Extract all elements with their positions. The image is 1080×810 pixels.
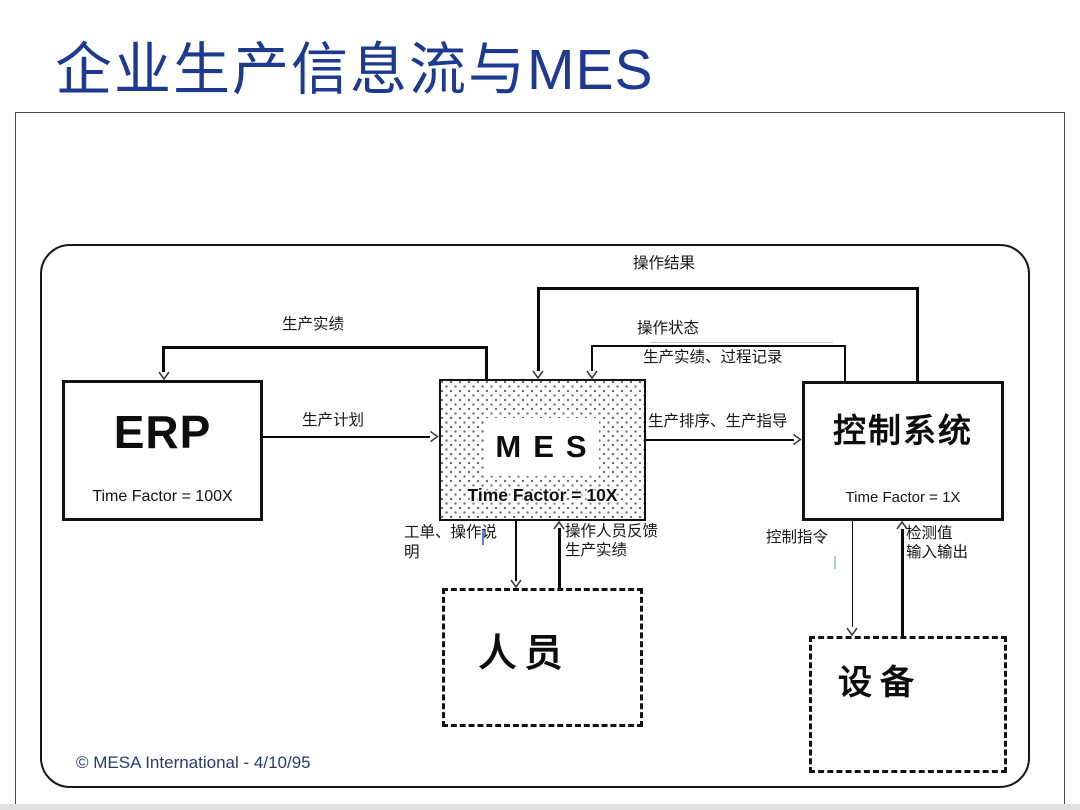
connector-operation-results-line — [537, 287, 540, 371]
mes-time-factor: Time Factor = 10X — [467, 485, 618, 505]
connector-operator-feedback-line — [558, 528, 561, 588]
equipment-box-label: 设备 — [838, 663, 922, 703]
connector-production-plan-line — [263, 436, 430, 438]
connector-control-commands-line — [852, 521, 853, 627]
flow-label-operation-status: 操作状态 — [637, 319, 700, 337]
connector-operation-results-line — [537, 287, 919, 290]
control-system-time-factor: Time Factor = 1X — [845, 489, 961, 506]
control-system-box: 控制系统 Time Factor = 1X — [802, 381, 1004, 521]
flow-label-production-plan: 生产计划 — [302, 411, 365, 429]
arrowhead-up-icon — [552, 521, 566, 530]
flow-label-control-commands: 控制指令 — [766, 528, 829, 546]
faint-ghost-line — [650, 342, 833, 343]
connector-operation-status-line — [591, 345, 593, 371]
connector-operation-status-line — [591, 345, 846, 347]
flow-label-measured-values-line2: 输入输出 — [906, 543, 969, 561]
arrowhead-down-icon — [531, 370, 545, 379]
control-system-box-label: 控制系统 — [833, 411, 973, 450]
equipment-box: 设备 — [809, 636, 1007, 773]
copyright-text: © MESA International - 4/10/95 — [76, 753, 311, 772]
mes-box-label: MES — [495, 429, 599, 464]
flow-label-operator-feedback: 操作人员反馈 生产实绩 — [565, 522, 658, 560]
arrowhead-down-icon — [585, 370, 599, 379]
mes-box: MES Time Factor = 10X — [439, 379, 646, 521]
arrowhead-down-icon — [157, 371, 171, 380]
erp-box: ERP Time Factor = 100X — [62, 380, 263, 521]
connector-production-actuals-line — [162, 346, 488, 349]
flow-label-actuals-process-records: 生产实绩、过程记录 — [643, 348, 783, 366]
page-title: 企业生产信息流与MES — [55, 24, 654, 106]
arrowhead-right-icon — [430, 430, 439, 444]
connector-work-order-line — [515, 521, 517, 581]
connector-sequencing-line — [646, 439, 794, 441]
connector-measured-values-line — [901, 529, 904, 636]
flow-label-measured-values: 检测值 输入输出 — [906, 524, 968, 562]
arrowhead-down-icon — [845, 627, 859, 636]
flow-label-production-actuals: 生产实绩 — [282, 315, 345, 333]
page-title-mes: MES — [527, 38, 654, 102]
text-cursor-artifact — [834, 556, 836, 569]
flow-label-operator-feedback-line1: 操作人员反馈 — [565, 522, 659, 540]
connector-operation-status-line — [844, 346, 846, 383]
flow-label-work-order: 工单、操作说明 — [404, 523, 498, 561]
page-title-chinese: 企业生产信息流与 — [55, 37, 527, 103]
connector-production-actuals-line — [162, 346, 165, 372]
arrowhead-up-icon — [895, 521, 909, 530]
flow-label-sequencing-guidance: 生产排序、生产指导 — [648, 412, 788, 430]
connector-operation-results-line — [916, 288, 919, 383]
erp-box-label: ERP — [113, 406, 212, 458]
arrowhead-down-icon — [509, 579, 523, 588]
erp-time-factor: Time Factor = 100X — [92, 488, 233, 505]
arrowhead-right-icon — [793, 433, 802, 447]
connector-production-actuals-line — [485, 347, 488, 380]
mes-label-patch: MES — [485, 418, 599, 476]
slide-bottom-edge — [0, 804, 1080, 810]
flow-label-operator-feedback-line2: 生产实绩 — [565, 541, 628, 559]
text-cursor-artifact — [482, 530, 484, 545]
personnel-box-label: 人员 — [478, 631, 571, 675]
flow-label-operation-results: 操作结果 — [633, 254, 696, 272]
flow-label-measured-values-line1: 检测值 — [906, 524, 953, 542]
personnel-box: 人员 — [442, 588, 643, 727]
